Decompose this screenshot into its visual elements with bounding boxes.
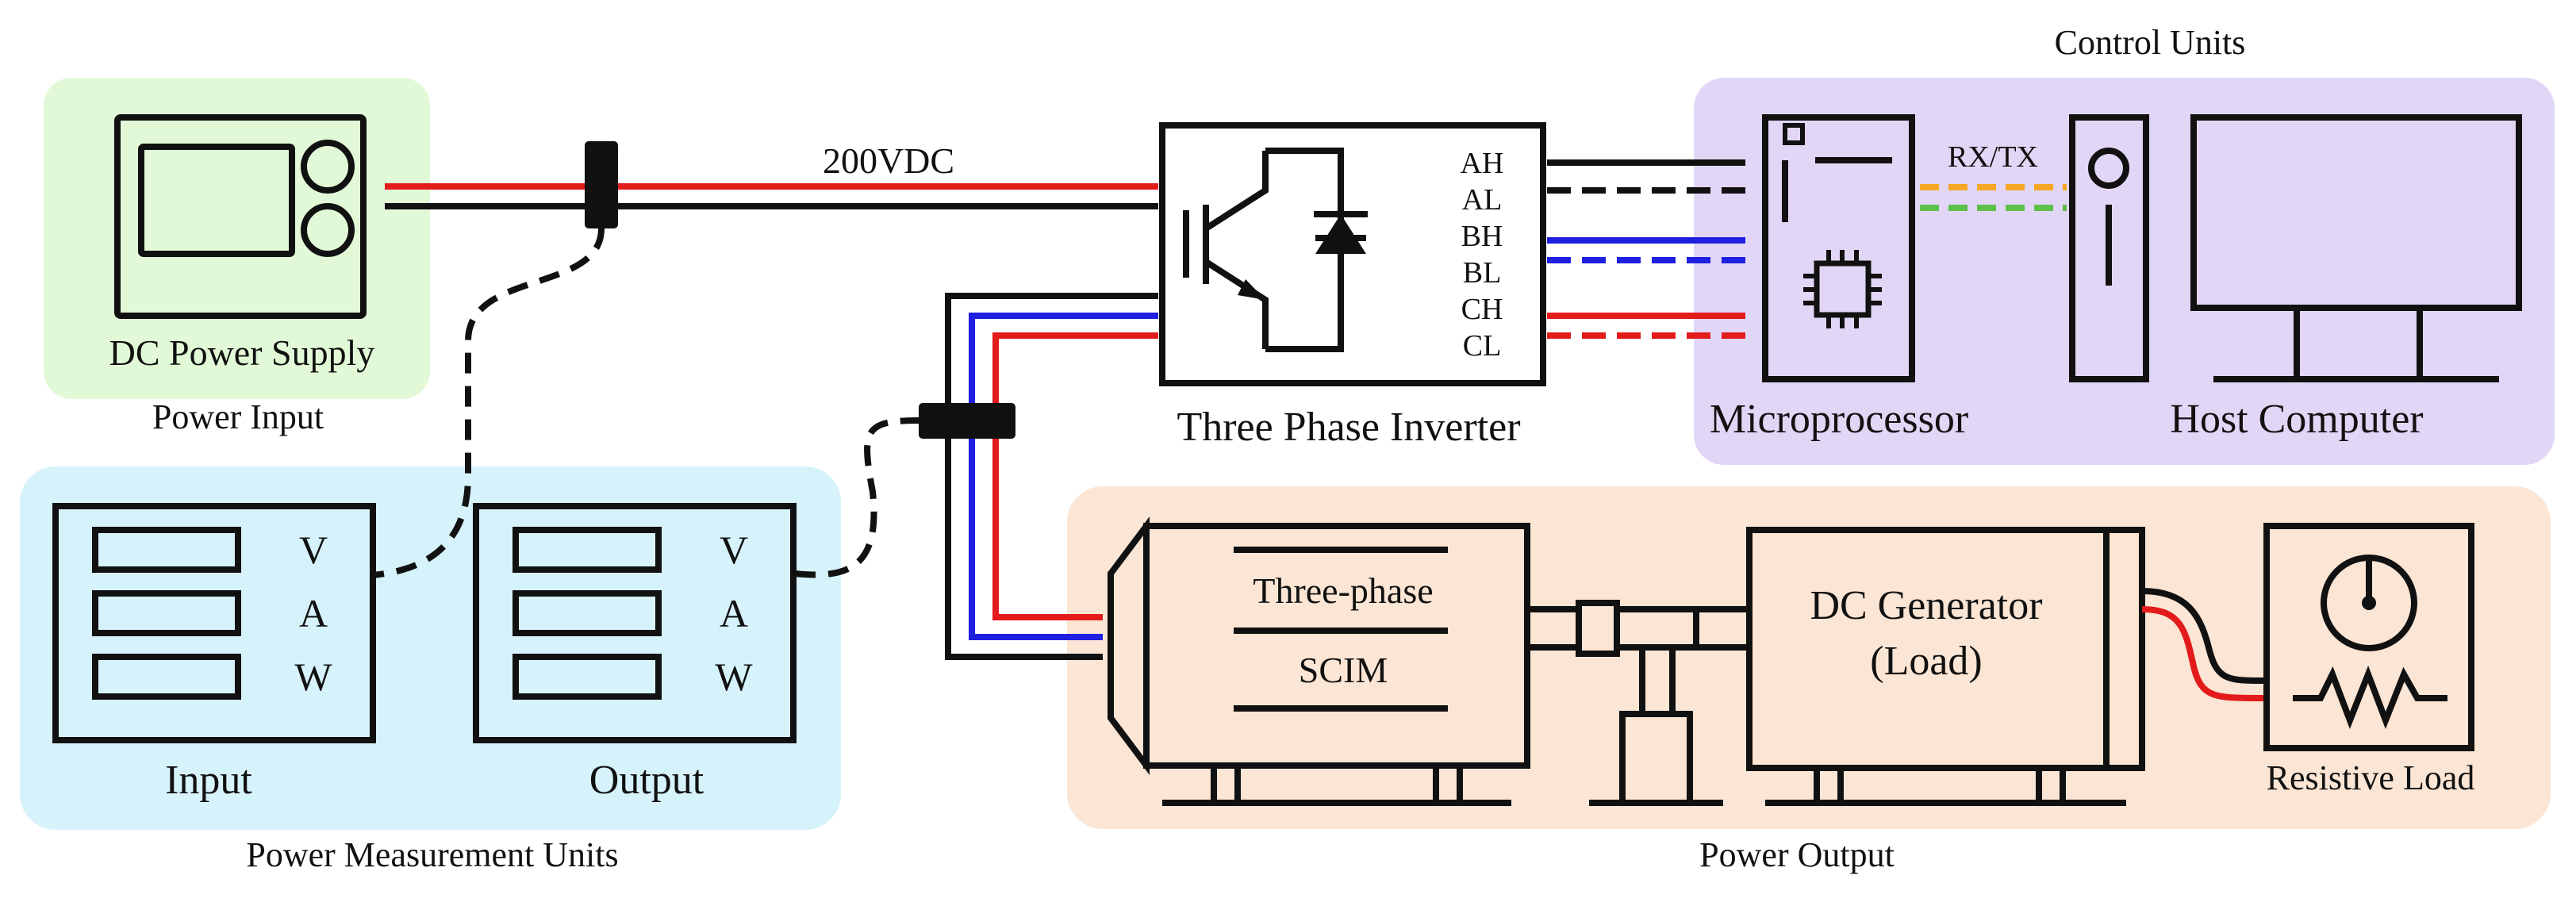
- load-wire-red: [2141, 606, 2266, 701]
- load-dial-pivot: [2362, 596, 2376, 610]
- induction-motor: [1108, 516, 1530, 806]
- input-probe-cable: [372, 228, 605, 578]
- measurement-label: Power Measurement Units: [246, 835, 618, 874]
- dc-generator: [1746, 527, 2145, 806]
- input-meter-volt-label: V: [299, 528, 328, 572]
- pin-cl-label: CL: [1463, 329, 1502, 363]
- output-probe-cable: [794, 417, 921, 578]
- dc-bus-voltage-label: 200VDC: [823, 140, 954, 181]
- pin-ch-label: CH: [1461, 293, 1503, 326]
- inverter-label: Three Phase Inverter: [1177, 405, 1520, 450]
- output-meter-volt-label: V: [720, 528, 748, 572]
- input-meter-amp-label: A: [299, 591, 328, 635]
- input-meter-watt-label: W: [294, 654, 332, 699]
- pin-ah-label: AH: [1461, 147, 1504, 180]
- dc-power-supply-label: DC Power Supply: [109, 332, 375, 373]
- input-power-meter: [52, 503, 376, 743]
- motor-name-label: SCIM: [1299, 650, 1388, 690]
- power-output-label: Power Output: [1699, 835, 1895, 874]
- host-computer: [2069, 114, 2522, 382]
- output-meter-label: Output: [589, 758, 704, 803]
- phase-b-wire: [969, 313, 1158, 640]
- measurement-group: [20, 466, 841, 830]
- output-meter-watt-label: W: [715, 654, 753, 699]
- host-computer-label: Host Computer: [2170, 397, 2423, 442]
- resistive-load: [2263, 523, 2474, 751]
- control-units-label: Control Units: [2055, 23, 2246, 62]
- dc-power-supply: [114, 114, 367, 319]
- pin-al-label: AL: [1462, 183, 1503, 217]
- phase-c-wire: [992, 332, 1158, 620]
- generator-name-label: DC Generator: [1810, 583, 2042, 628]
- input-meter-label: Input: [165, 758, 252, 803]
- power-input-label: Power Input: [152, 397, 324, 436]
- input-current-probe: [585, 141, 618, 228]
- output-meter-amp-label: A: [720, 591, 748, 635]
- freewheel-diode-icon: [1315, 214, 1366, 254]
- microprocessor-label: Microprocessor: [1710, 397, 1968, 442]
- phase-a-wire: [945, 293, 1158, 660]
- resistive-load-label: Resistive Load: [2267, 758, 2475, 797]
- output-current-probe: [919, 403, 1015, 439]
- pin-bh-label: BH: [1461, 220, 1503, 253]
- serial-link-label: RX/TX: [1948, 140, 2038, 174]
- igbt-emitter-arrow: [1238, 279, 1265, 300]
- power-output-group: [1067, 486, 2551, 829]
- pin-bl-label: BL: [1463, 256, 1502, 290]
- motor-type-label: Three-phase: [1253, 570, 1433, 611]
- load-wire-black: [2141, 588, 2266, 684]
- microprocessor: [1762, 114, 1915, 382]
- generator-role-label: (Load): [1870, 639, 1982, 684]
- shaft-coupling: [1524, 600, 1753, 806]
- output-power-meter: [473, 503, 797, 743]
